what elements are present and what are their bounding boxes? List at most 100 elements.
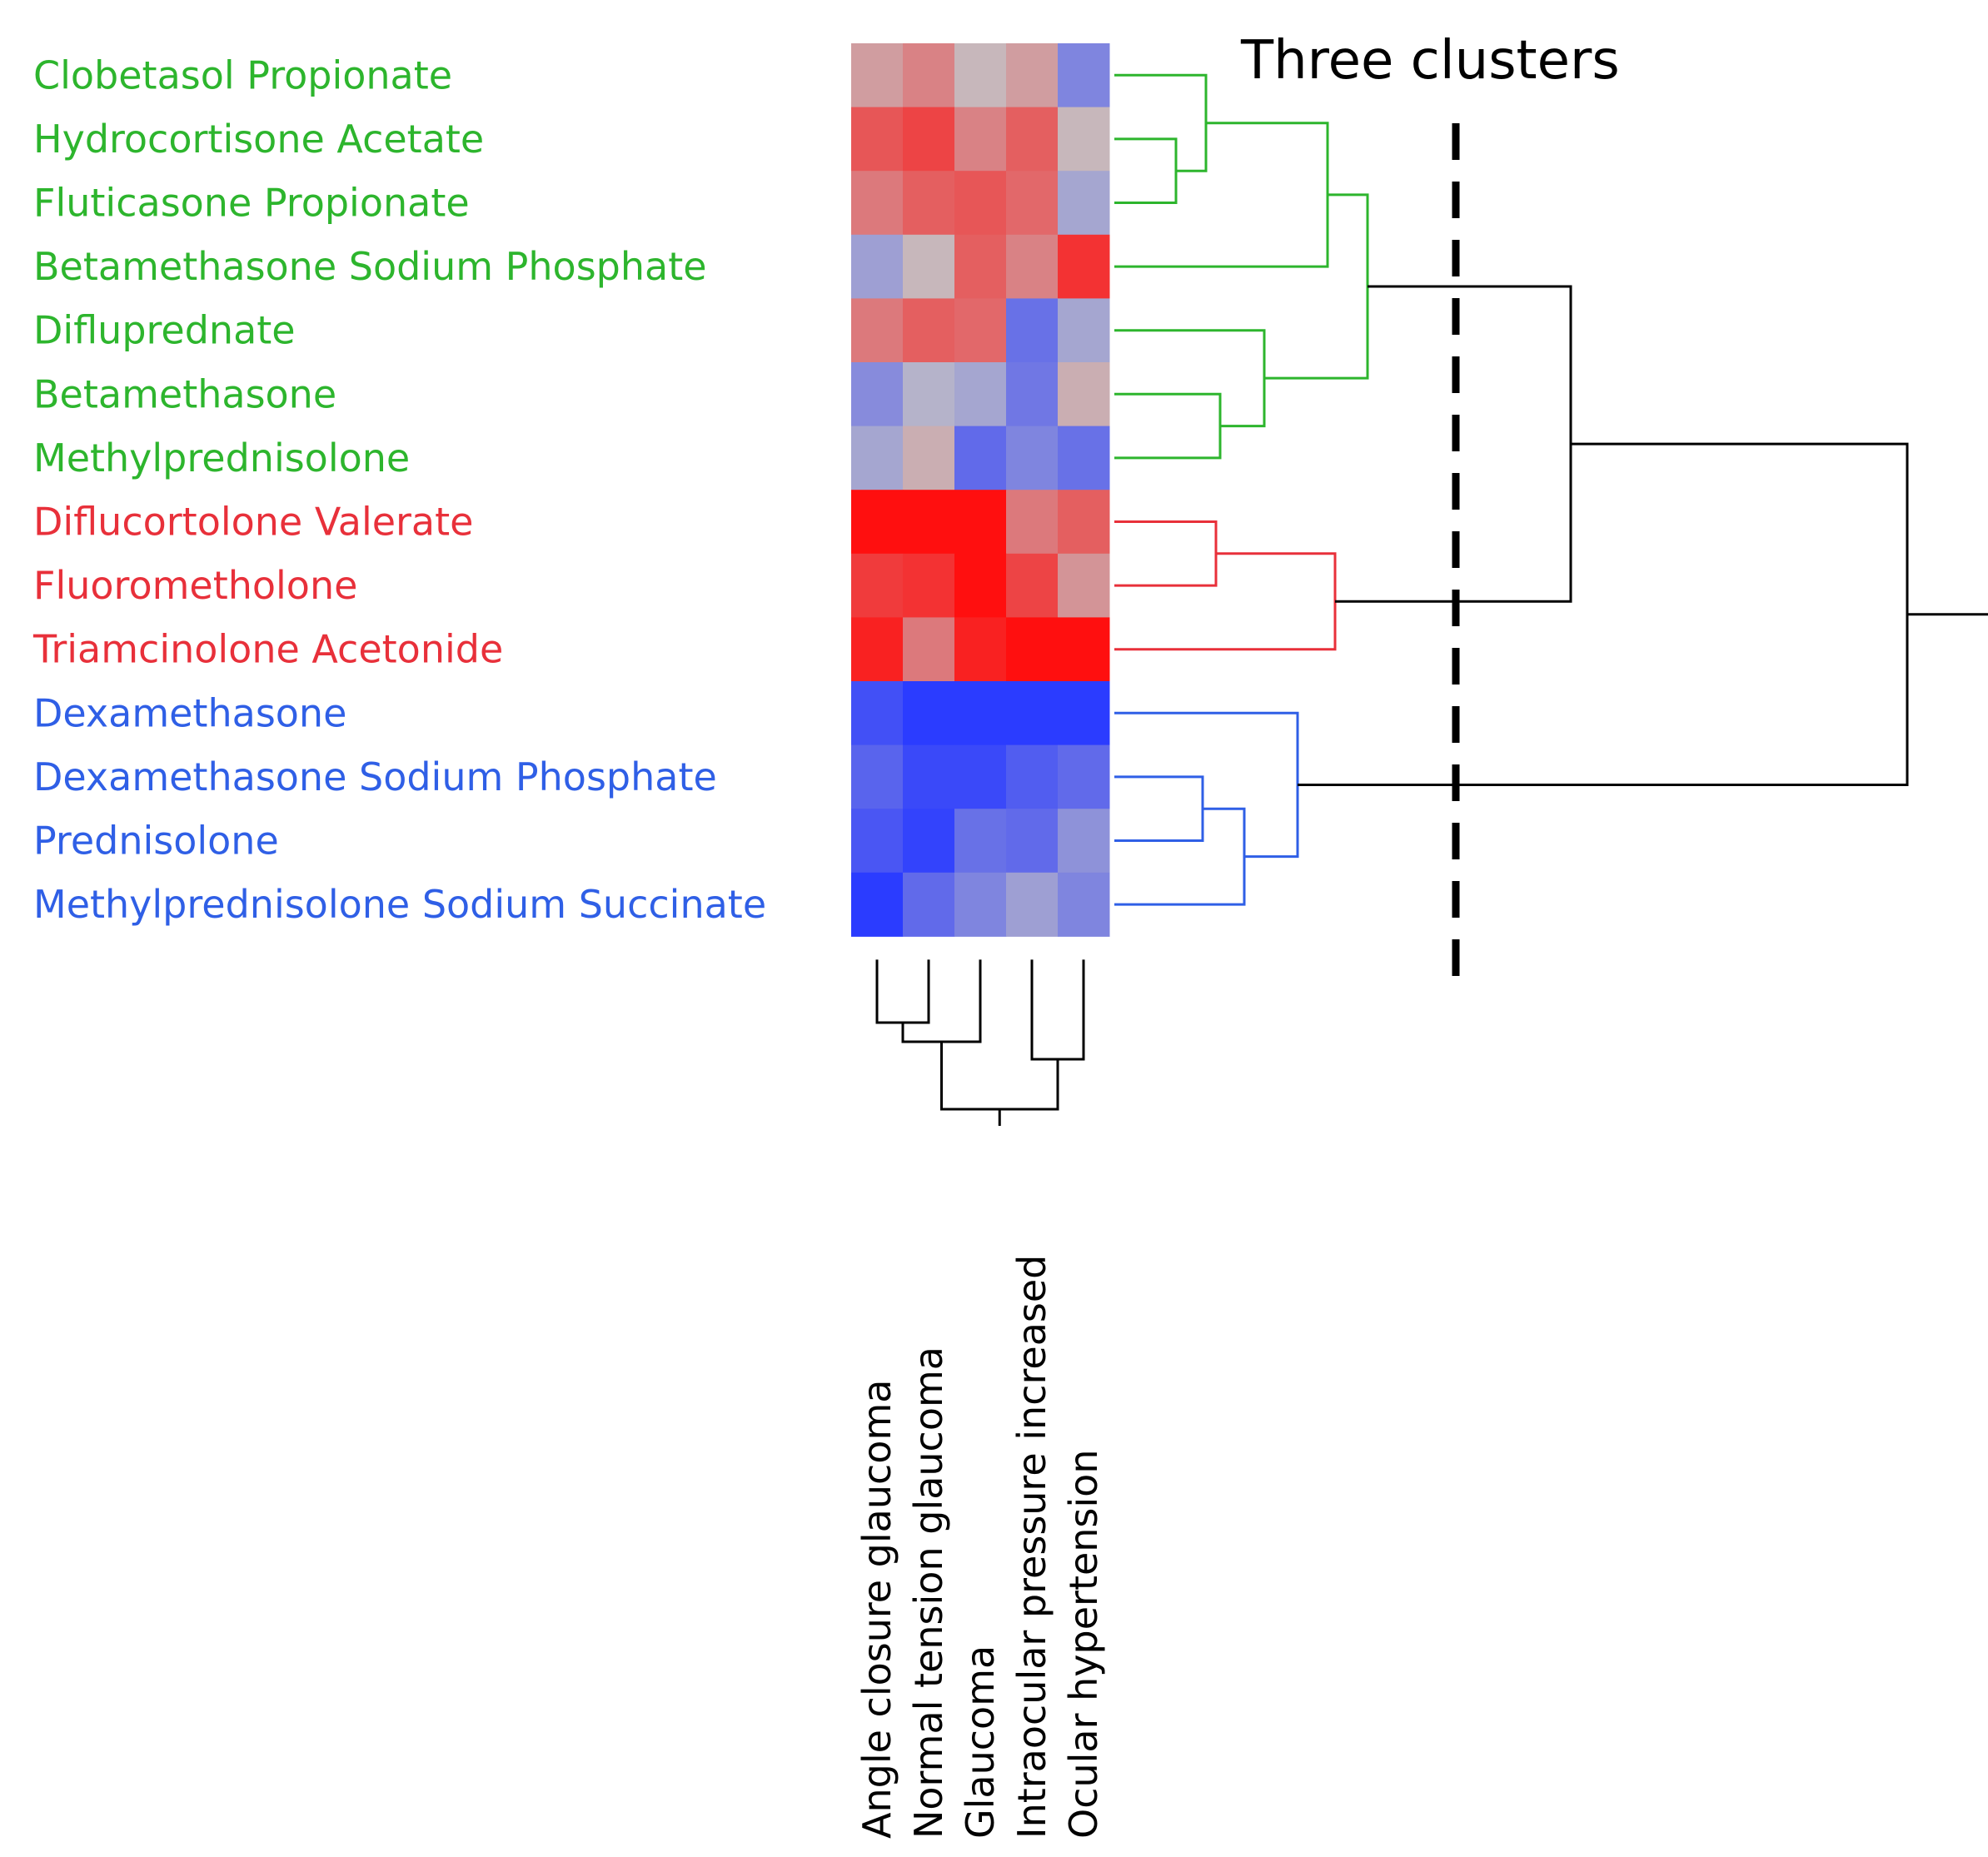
row-label: Triamcinolone Acetonide [32,627,503,672]
row-dendrogram [1114,73,1988,906]
heatmap-cell [903,298,955,363]
heatmap-cell [851,681,904,746]
heatmap-cell [1006,107,1059,172]
column-label: Angle closure glaucoma [854,1380,899,1839]
column-dendrogram-link [901,959,982,1043]
column-label: Glaucoma [958,1645,1003,1839]
heatmap-cell [851,362,904,427]
heatmap-cell [1058,43,1110,108]
heatmap-cell [903,744,955,809]
heatmap-cell [1006,43,1059,108]
heatmap-cell [1058,234,1110,299]
row-label: Fluorometholone [33,563,357,608]
row-label: Hydrocortisone Acetate [33,117,484,162]
heatmap-cell [954,553,1007,618]
chart-title: Three clusters [1240,30,1620,92]
row-label: Fluticasone Propionate [33,181,470,226]
heatmap-cell [1058,872,1110,937]
heatmap-cell [954,617,1007,682]
heatmap-cell [1058,617,1110,682]
row-dendrogram-link [1114,73,1208,172]
heatmap-cell [1006,872,1059,937]
heatmap-cell [903,362,955,427]
row-dendrogram-link [1264,193,1369,380]
heatmap-cell [903,681,955,746]
heatmap-cell [903,809,955,874]
heatmap-cell [954,171,1007,236]
row-label: Diflucortolone Valerate [33,500,473,545]
column-dendrogram-link [1030,959,1085,1061]
row-label: Betamethasone [33,371,336,416]
heatmap-cell [903,426,955,490]
heatmap-cell [851,553,904,618]
row-dendrogram-link [1114,711,1299,859]
heatmap-cell [954,426,1007,490]
heatmap-cell [1058,298,1110,363]
column-dendrogram-link [875,959,930,1024]
heatmap-cell [1058,681,1110,746]
heatmap-cell [1058,171,1110,236]
row-dendrogram-link [1114,807,1246,906]
heatmap-cell [1058,490,1110,555]
heatmap-cell [903,171,955,236]
heatmap-cell [1006,809,1059,874]
heatmap-cell [1058,107,1110,172]
heatmap-cells [851,43,1110,937]
heatmap-cell [1006,744,1059,809]
heatmap-cell [851,617,904,682]
row-dendrogram-link [1114,137,1178,204]
heatmap-cell [851,298,904,363]
row-label: Difluprednate [33,308,296,353]
heatmap-cell [1006,171,1059,236]
column-label: Normal tension glaucoma [906,1347,951,1839]
heatmap-cell [851,872,904,937]
heatmap-cell [903,490,955,555]
heatmap-cell [954,872,1007,937]
heatmap-cell [1006,553,1059,618]
heatmap-cell [1006,617,1059,682]
column-label: Ocular hypertension [1061,1450,1106,1839]
row-label: Clobetasol Propionate [33,52,452,97]
heatmap-cell [954,744,1007,809]
heatmap-cell [954,298,1007,363]
heatmap-cell [1058,426,1110,490]
heatmap-cell [1006,298,1059,363]
row-dendrogram-link [1114,122,1329,268]
heatmap-cell [903,553,955,618]
heatmap-cell [954,809,1007,874]
heatmap-cell [1058,362,1110,427]
heatmap-cell [903,617,955,682]
row-label: Methylprednisolone [33,436,410,480]
heatmap-cell [903,43,955,108]
row-dendrogram-link [1114,775,1204,842]
heatmap-cell [903,234,955,299]
heatmap-cell [1006,426,1059,490]
heatmap-cell [851,43,904,108]
heatmap-cell [903,107,955,172]
row-label: Methylprednisolone Sodium Succinate [33,882,766,927]
row-label: Dexamethasone Sodium Phosphate [33,754,717,799]
row-dendrogram-link [1114,392,1222,460]
heatmap-cell [851,744,904,809]
column-label: Intraocular pressure increased [1009,1255,1054,1839]
column-dendrogram [875,959,1085,1126]
heatmap-cell [954,681,1007,746]
heatmap-cell [1006,681,1059,746]
row-label: Betamethasone Sodium Phosphate [33,244,707,289]
row-dendrogram-link [1114,329,1266,428]
heatmap-cell [1058,809,1110,874]
heatmap-cell [954,43,1007,108]
row-dendrogram-link [1114,520,1218,587]
row-label: Dexamethasone [33,690,346,735]
heatmap-cell [851,490,904,555]
heatmap-cell [954,107,1007,172]
heatmap-cell [1006,234,1059,299]
heatmap-cell [1058,553,1110,618]
heatmap-cell [954,234,1007,299]
heatmap-cell [851,234,904,299]
heatmap-cell [1058,744,1110,809]
heatmap-cell [1006,490,1059,555]
